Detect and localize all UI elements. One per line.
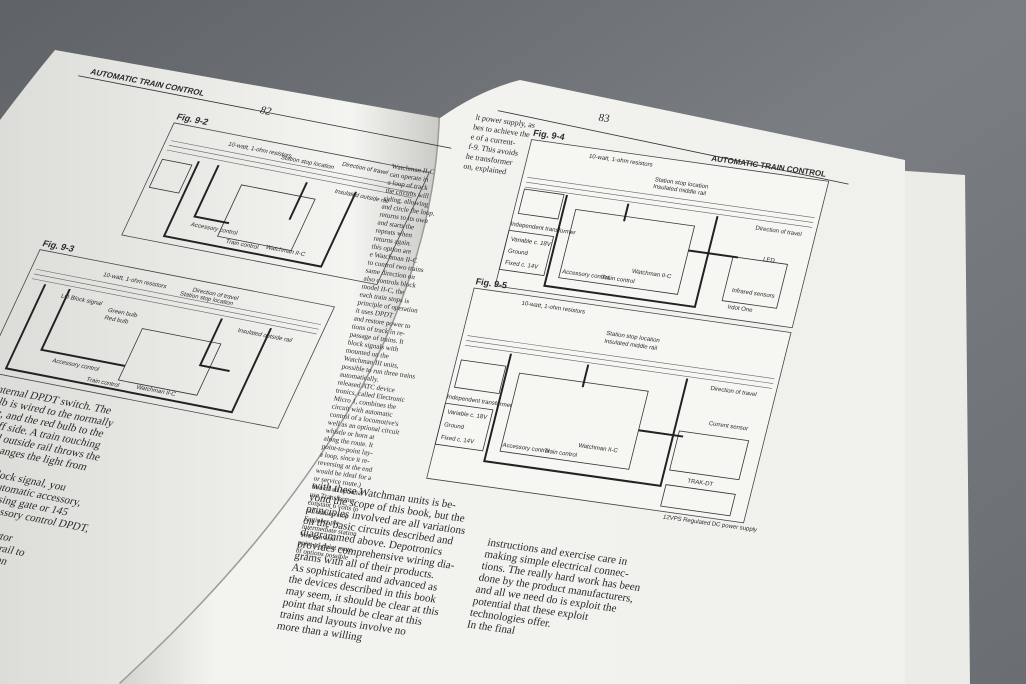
fig-9-4-label-8: Fixed c. 14V bbox=[504, 260, 538, 270]
fig-9-4-label-13: Infrared sensors bbox=[731, 288, 775, 300]
fig-9-4-label-14: Irdot One bbox=[727, 305, 754, 314]
fig-9-4-label-12: LED bbox=[762, 257, 776, 265]
fig-9-3-label-8: Red bulb bbox=[103, 315, 130, 326]
fig-9-4-label-10: Train control bbox=[601, 275, 635, 285]
fig-9-4: Fig. 9-4 10-watt, 1-ohm resistors Statio… bbox=[494, 128, 830, 329]
fig-9-5-caption: Fig. 9-5 bbox=[475, 276, 509, 290]
fig-9-5-label-7: Ground bbox=[443, 422, 464, 431]
fig-9-5-label-12: Current sensor bbox=[708, 421, 749, 432]
left-page-number: 82 bbox=[258, 105, 274, 118]
fig-9-4-caption: Fig. 9-4 bbox=[532, 128, 566, 142]
fig-9-5-label-11: Watchman II-C bbox=[577, 443, 618, 454]
left-page bbox=[0, 50, 440, 684]
right-page-bottom-text-right: instructions and exercise care inmaking … bbox=[466, 537, 642, 637]
fig-9-5-label-13: TRAK-DT bbox=[687, 479, 714, 488]
fig-9-4-label-6: Variable c. 18V bbox=[510, 237, 551, 248]
fig-9-5-label-10: Train control bbox=[543, 448, 577, 458]
fig-9-5-label-8: Fixed c. 14V bbox=[440, 435, 474, 445]
fig-9-4-label-11: Watchman II-C bbox=[631, 269, 672, 280]
fig-9-5-label-6: Variable c. 18V bbox=[446, 410, 487, 421]
right-page-bottom-text: with these Watchman units is be-yond the… bbox=[276, 480, 467, 644]
right-page-number: 83 bbox=[597, 112, 611, 125]
right-page-content: 83 AUTOMATIC TRAIN CONTROL lt power supp… bbox=[276, 110, 849, 644]
fig-9-4-label-7: Ground bbox=[507, 248, 528, 257]
